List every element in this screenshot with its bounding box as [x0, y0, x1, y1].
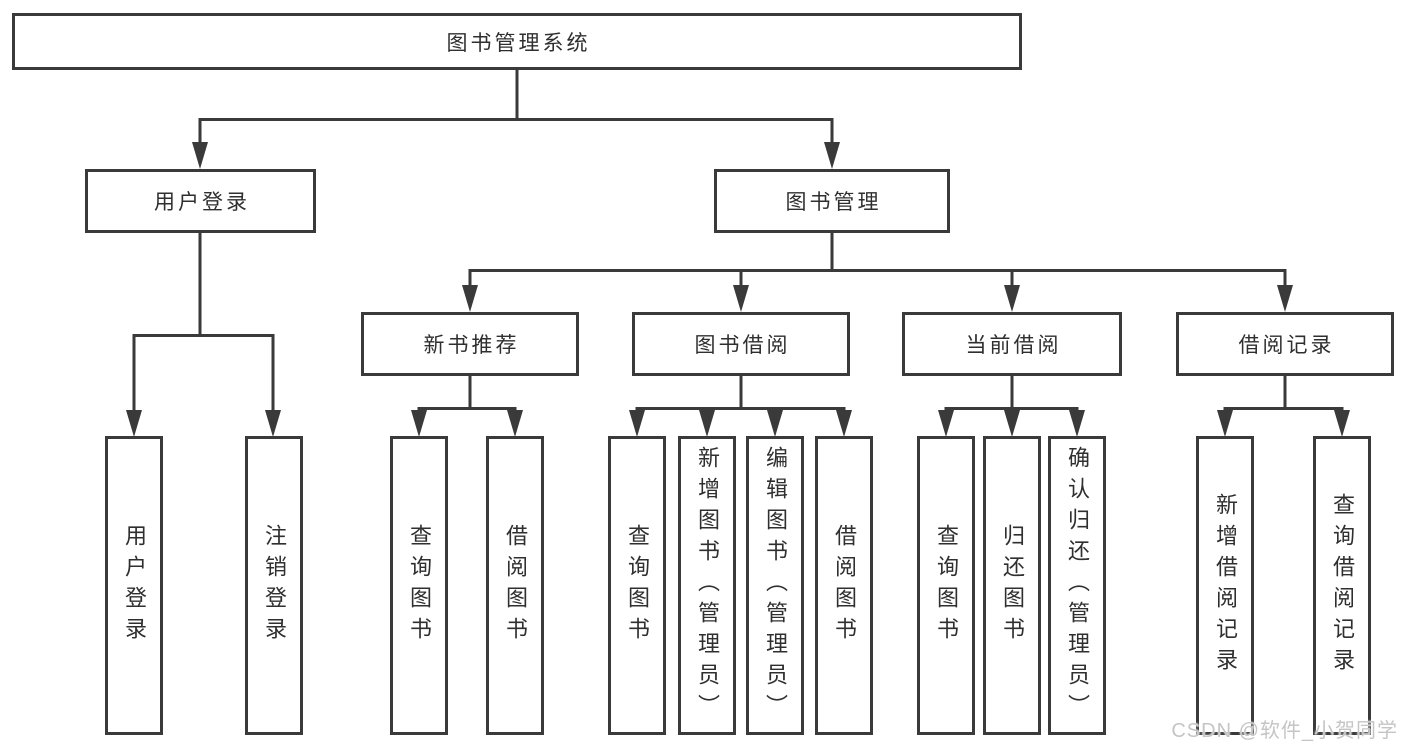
- watermark: CSDN @软件_小贺同学: [1171, 720, 1398, 742]
- arrowhead: [462, 285, 478, 312]
- arrowheads: [126, 142, 1350, 437]
- arrowhead: [265, 410, 281, 437]
- node-leaf-borrow-books-recommend: 借阅图书: [486, 436, 544, 735]
- node-label: 查询图书: [407, 523, 432, 648]
- arrowhead: [824, 142, 840, 169]
- node-label: 注销登录: [262, 523, 287, 648]
- node-leaf-user-login: 用户登录: [105, 436, 163, 735]
- arrowhead: [411, 410, 427, 437]
- connector-management-to-groups: [468, 233, 1287, 306]
- node-group-borrow-records: 借阅记录: [1176, 312, 1394, 376]
- node-label: 查询借阅记录: [1330, 492, 1355, 679]
- connector-root-to-level2: [198, 70, 834, 163]
- arrowhead: [1004, 285, 1020, 312]
- arrowhead: [699, 410, 715, 437]
- node-user-login: 用户登录: [85, 169, 316, 233]
- node-label: 归还图书: [1000, 523, 1025, 648]
- arrowhead: [126, 410, 142, 437]
- node-label: 借阅记录: [1238, 334, 1335, 357]
- node-label: 确认归还（管理员）: [1065, 446, 1090, 725]
- node-label: 图书借阅: [694, 334, 791, 357]
- arrowhead: [767, 410, 783, 437]
- node-group-book-borrow: 图书借阅: [632, 312, 850, 376]
- node-label: 新书推荐: [423, 334, 520, 357]
- node-label: 借阅图书: [832, 523, 857, 648]
- node-book-management: 图书管理: [714, 169, 950, 233]
- node-label: 当前借阅: [965, 334, 1062, 357]
- arrowhead: [507, 410, 523, 437]
- node-label: 新增图书（管理员）: [695, 446, 720, 725]
- arrowhead: [836, 410, 852, 437]
- arrowhead: [1004, 410, 1020, 437]
- connector-borrow-to-leaves: [635, 376, 846, 430]
- node-leaf-confirm-return-admin: 确认归还（管理员）: [1048, 436, 1106, 735]
- node-label: 图书管理: [785, 191, 882, 214]
- node-leaf-query-books-current: 查询图书: [917, 436, 975, 735]
- arrowhead: [1069, 410, 1085, 437]
- node-label: 用户登录: [154, 191, 250, 214]
- node-label: 编辑图书（管理员）: [763, 446, 788, 725]
- node-label: 新增借阅记录: [1213, 492, 1238, 679]
- node-label: 查询图书: [625, 523, 650, 648]
- node-leaf-add-book-admin: 新增图书（管理员）: [678, 436, 736, 735]
- connector-records-to-leaves: [1223, 376, 1344, 430]
- arrowhead: [733, 285, 749, 312]
- node-leaf-return-book: 归还图书: [983, 436, 1041, 735]
- node-label: 借阅图书: [503, 523, 528, 648]
- node-root-system: 图书管理系统: [12, 13, 1022, 70]
- node-label: 图书管理系统: [446, 31, 591, 55]
- connector-login-to-leaves: [132, 233, 275, 430]
- node-leaf-add-borrow-record: 新增借阅记录: [1196, 436, 1254, 735]
- connector-recommend-to-leaves: [417, 376, 517, 430]
- node-label: 查询图书: [934, 523, 959, 648]
- node-leaf-borrow-books: 借阅图书: [815, 436, 873, 735]
- node-leaf-query-books-recommend: 查询图书: [390, 436, 448, 735]
- arrowhead: [938, 410, 954, 437]
- node-group-new-book-recommend: 新书推荐: [361, 312, 579, 376]
- arrowhead: [1277, 285, 1293, 312]
- node-leaf-edit-book-admin: 编辑图书（管理员）: [746, 436, 804, 735]
- arrowhead: [629, 410, 645, 437]
- node-leaf-query-borrow-record: 查询借阅记录: [1313, 436, 1371, 735]
- arrowhead: [1217, 410, 1233, 437]
- arrowhead: [1334, 410, 1350, 437]
- node-leaf-query-books-borrow: 查询图书: [608, 436, 666, 735]
- node-leaf-logout: 注销登录: [245, 436, 303, 735]
- arrowhead: [192, 142, 208, 169]
- node-group-current-borrow: 当前借阅: [902, 312, 1122, 376]
- node-label: 用户登录: [122, 523, 147, 648]
